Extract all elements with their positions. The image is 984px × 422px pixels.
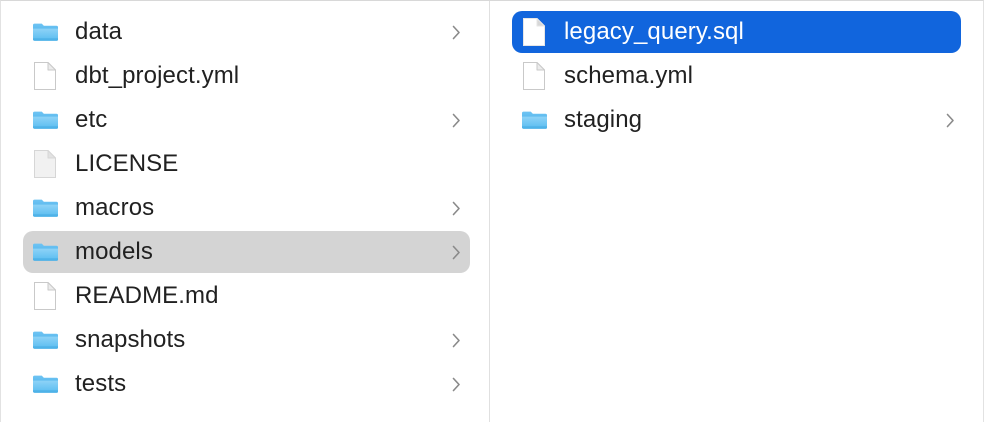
list-item[interactable]: snapshots xyxy=(1,318,489,362)
file-icon xyxy=(520,61,548,91)
chevron-right-icon[interactable] xyxy=(449,243,463,261)
file-icon xyxy=(31,281,59,311)
item-label: snapshots xyxy=(75,326,186,353)
list-item[interactable]: tests xyxy=(1,362,489,406)
folder-icon xyxy=(31,105,59,135)
item-label: schema.yml xyxy=(564,62,694,89)
file-generic-icon xyxy=(31,149,59,179)
chevron-right-icon[interactable] xyxy=(449,111,463,129)
list-item[interactable]: dbt_project.yml xyxy=(1,54,489,98)
item-label: etc xyxy=(75,106,108,133)
item-label: legacy_query.sql xyxy=(564,18,744,45)
list-item-selected-active[interactable]: legacy_query.sql xyxy=(490,10,983,54)
item-label: data xyxy=(75,18,123,45)
folder-icon xyxy=(31,325,59,355)
folder-icon xyxy=(31,193,59,223)
chevron-right-icon[interactable] xyxy=(449,331,463,349)
folder-icon xyxy=(520,105,548,135)
folder-icon xyxy=(31,237,59,267)
item-label: models xyxy=(75,238,153,265)
list-item[interactable]: LICENSE xyxy=(1,142,489,186)
finder-column-models-folder[interactable]: legacy_query.sql schema.yml xyxy=(490,1,983,422)
file-list: data dbt_project.yml xyxy=(1,10,489,406)
item-label: macros xyxy=(75,194,155,221)
folder-icon xyxy=(31,369,59,399)
item-label: tests xyxy=(75,370,127,397)
list-item[interactable]: README.md xyxy=(1,274,489,318)
list-item[interactable]: etc xyxy=(1,98,489,142)
list-item[interactable]: data xyxy=(1,10,489,54)
file-icon xyxy=(31,61,59,91)
item-label: staging xyxy=(564,106,643,133)
chevron-right-icon[interactable] xyxy=(449,375,463,393)
finder-column-project-root[interactable]: data dbt_project.yml xyxy=(1,1,490,422)
file-list: legacy_query.sql schema.yml xyxy=(490,10,983,142)
chevron-right-icon[interactable] xyxy=(449,23,463,41)
chevron-right-icon[interactable] xyxy=(449,199,463,217)
chevron-right-icon[interactable] xyxy=(943,111,957,129)
item-label: README.md xyxy=(75,282,219,309)
folder-icon xyxy=(31,17,59,47)
list-item[interactable]: macros xyxy=(1,186,489,230)
item-label: LICENSE xyxy=(75,150,179,177)
list-item-selected-inactive[interactable]: models xyxy=(1,230,489,274)
list-item[interactable]: staging xyxy=(490,98,983,142)
item-label: dbt_project.yml xyxy=(75,62,240,89)
list-item[interactable]: schema.yml xyxy=(490,54,983,98)
file-icon xyxy=(520,17,548,47)
